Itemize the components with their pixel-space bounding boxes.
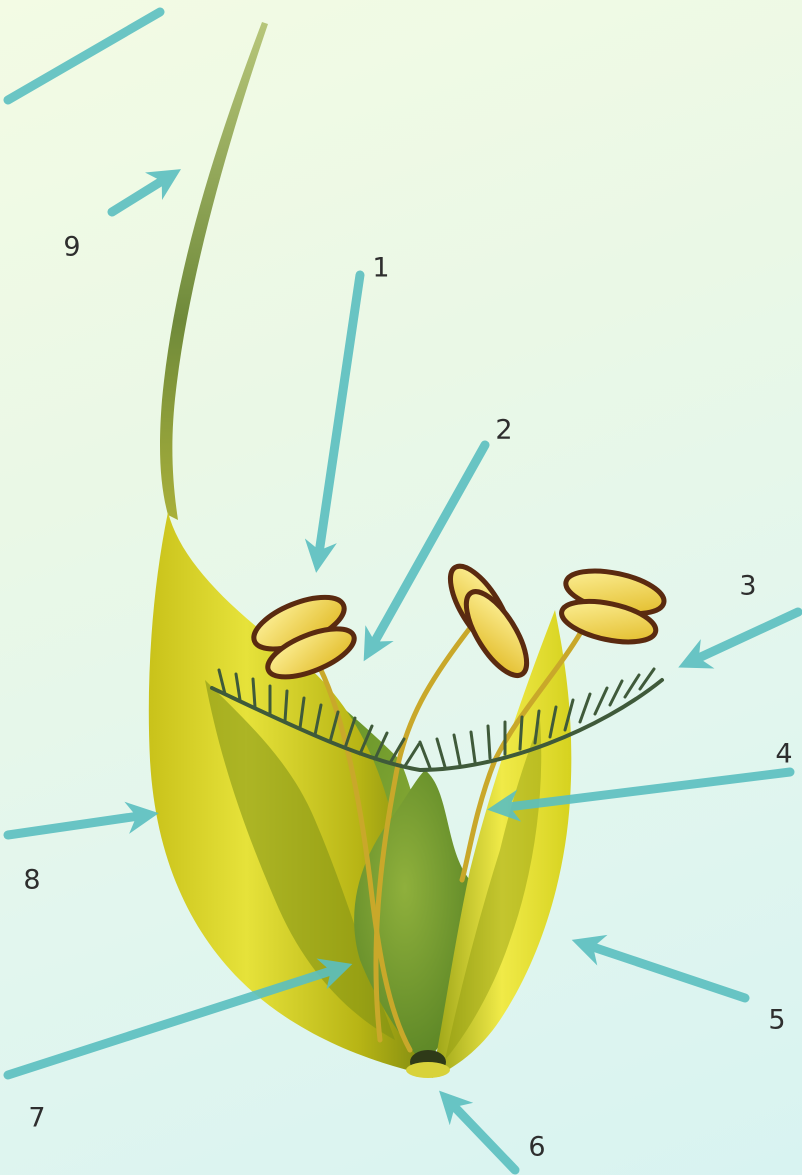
arrow-7 <box>8 968 340 1075</box>
arrow-5 <box>584 944 745 998</box>
label-2: 2 <box>495 417 512 444</box>
awn <box>160 22 268 520</box>
label-4: 4 <box>775 741 792 768</box>
label-6: 6 <box>528 1134 545 1161</box>
arrow-top-left <box>8 12 160 100</box>
label-8: 8 <box>23 867 40 894</box>
arrow-9 <box>112 176 170 212</box>
arrow-3 <box>690 612 798 662</box>
arrow-6 <box>448 1100 515 1170</box>
anther-right <box>556 563 668 649</box>
anthers <box>247 557 668 687</box>
label-7: 7 <box>28 1105 45 1132</box>
label-1: 1 <box>372 255 389 282</box>
anther-middle <box>439 557 538 684</box>
label-9: 9 <box>63 234 80 261</box>
arrow-8 <box>8 815 146 835</box>
label-3: 3 <box>739 573 756 600</box>
label-5: 5 <box>768 1007 785 1034</box>
arrow-1 <box>318 275 360 560</box>
